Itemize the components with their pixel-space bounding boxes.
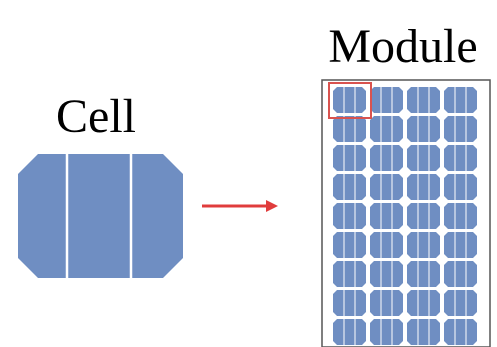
module-cell (444, 290, 477, 316)
module-cell (407, 174, 440, 200)
module-cell (444, 174, 477, 200)
module-cell (407, 116, 440, 142)
solar-cell-icon (18, 154, 183, 278)
module-cell (444, 116, 477, 142)
solar-module (321, 79, 491, 347)
module-cell (444, 232, 477, 258)
highlighted-cell-box (328, 82, 372, 119)
module-cell (370, 87, 403, 113)
arrow-right-icon (202, 200, 278, 212)
module-cell (407, 261, 440, 287)
module-cell (333, 319, 366, 345)
module-cell (370, 174, 403, 200)
module-cell (407, 232, 440, 258)
module-cell (370, 290, 403, 316)
module-cell (370, 116, 403, 142)
module-cell (333, 145, 366, 171)
module-cell (333, 87, 366, 113)
module-cell (333, 203, 366, 229)
module-cell (333, 261, 366, 287)
solar-cell-body (18, 154, 183, 278)
module-cell (333, 290, 366, 316)
module-cell (333, 232, 366, 258)
module-cell (444, 203, 477, 229)
module-cell (407, 145, 440, 171)
module-cell (444, 87, 477, 113)
module-cell (370, 232, 403, 258)
module-label: Module (328, 20, 477, 73)
module-cell (407, 87, 440, 113)
module-cell-grid (333, 87, 477, 345)
module-cell (407, 203, 440, 229)
module-cell (407, 290, 440, 316)
cell-label: Cell (56, 90, 136, 143)
module-cell (333, 116, 366, 142)
module-cell (444, 261, 477, 287)
module-cell (333, 174, 366, 200)
module-cell (444, 319, 477, 345)
module-cell (444, 145, 477, 171)
module-cell (370, 203, 403, 229)
module-cell (370, 261, 403, 287)
module-cell (407, 319, 440, 345)
module-frame (321, 79, 491, 347)
module-cell (370, 145, 403, 171)
module-cell (370, 319, 403, 345)
arrow-head (266, 200, 278, 212)
